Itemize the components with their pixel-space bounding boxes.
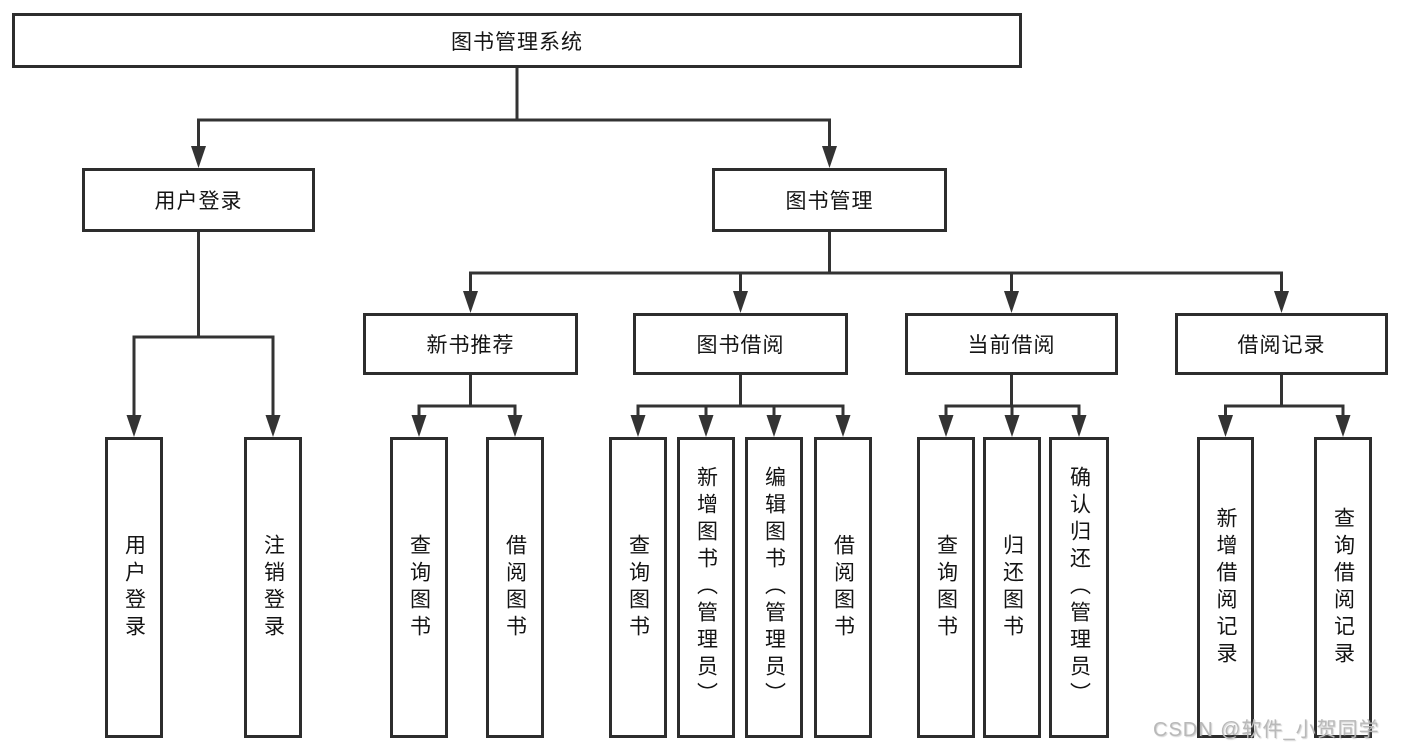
connector-new-book-to-leaves	[411, 373, 523, 437]
node-label: 图书管理	[785, 190, 874, 213]
arrow-down-icon	[126, 415, 142, 437]
node-label: 查询图书	[626, 533, 650, 642]
arrow-down-icon	[822, 146, 837, 168]
node-label: 查询图书	[407, 533, 431, 642]
arrow-down-icon	[1274, 291, 1289, 313]
leaf-logout: 注销登录	[244, 437, 302, 738]
leaf-confirm-return-admin: 确认归还（管理员）	[1049, 437, 1109, 738]
arrow-down-icon	[191, 146, 206, 168]
arrow-down-icon	[733, 291, 748, 313]
arrow-down-icon	[938, 415, 954, 437]
node-label: 注销登录	[261, 533, 285, 642]
node-label: 确认归还（管理员）	[1067, 466, 1091, 709]
arrow-down-icon	[463, 291, 478, 313]
leaf-query-books-recommend: 查询图书	[390, 437, 448, 738]
connector-current-borrow-to-leaves	[938, 373, 1087, 437]
node-label: 借阅图书	[503, 533, 527, 642]
arrow-down-icon	[1071, 415, 1087, 437]
arrow-down-icon	[1004, 291, 1019, 313]
arrow-down-icon	[507, 415, 523, 437]
leaf-query-books-current: 查询图书	[917, 437, 975, 738]
arrow-down-icon	[411, 415, 427, 437]
connector-book-borrow-to-leaves	[630, 373, 851, 437]
node-book-management: 图书管理	[712, 168, 947, 232]
arrow-down-icon	[766, 415, 782, 437]
csdn-watermark: CSDN @软件_小贺同学	[1153, 719, 1380, 741]
leaf-query-books-borrowing: 查询图书	[609, 437, 667, 738]
connector-root-to-level2	[191, 66, 837, 168]
node-label: 图书借阅	[696, 334, 785, 357]
arrow-down-icon	[698, 415, 714, 437]
node-label: 查询图书	[934, 533, 958, 642]
node-label: 查询借阅记录	[1331, 506, 1355, 669]
connector-borrow-record-to-leaves	[1218, 373, 1351, 437]
node-user-login: 用户登录	[82, 168, 315, 232]
leaf-borrow-books: 借阅图书	[814, 437, 872, 738]
node-book-borrowing: 图书借阅	[633, 313, 848, 375]
leaf-edit-books-admin: 编辑图书（管理员）	[745, 437, 803, 738]
arrow-down-icon	[265, 415, 281, 437]
arrow-down-icon	[1335, 415, 1351, 437]
leaf-add-borrow-record: 新增借阅记录	[1197, 437, 1254, 738]
leaf-add-books-admin: 新增图书（管理员）	[677, 437, 735, 738]
leaf-return-books: 归还图书	[983, 437, 1041, 738]
node-label: 用户登录	[122, 533, 146, 642]
node-borrowing-records: 借阅记录	[1175, 313, 1388, 375]
leaf-user-login: 用户登录	[105, 437, 163, 738]
node-label: 新书推荐	[426, 334, 515, 357]
leaf-query-borrow-record: 查询借阅记录	[1314, 437, 1372, 738]
node-new-book-recommend: 新书推荐	[363, 313, 578, 375]
node-label: 编辑图书（管理员）	[762, 466, 786, 709]
node-label: 借阅记录	[1237, 334, 1326, 357]
node-label: 用户登录	[154, 190, 243, 213]
node-root-library-system: 图书管理系统	[12, 13, 1022, 68]
arrow-down-icon	[1004, 415, 1020, 437]
node-label: 新增借阅记录	[1214, 506, 1237, 669]
arrow-down-icon	[1218, 415, 1233, 437]
node-label: 当前借阅	[967, 334, 1056, 357]
arrow-down-icon	[630, 415, 646, 437]
connector-book-mgmt-to-level3	[463, 230, 1289, 313]
node-label: 图书管理系统	[451, 30, 583, 54]
leaf-borrow-books-recommend: 借阅图书	[486, 437, 544, 738]
node-label: 归还图书	[1000, 533, 1024, 642]
node-current-borrowing: 当前借阅	[905, 313, 1118, 375]
node-label: 借阅图书	[831, 533, 855, 642]
connector-user-login-to-leaves	[126, 230, 281, 437]
arrow-down-icon	[835, 415, 851, 437]
node-label: 新增图书（管理员）	[694, 466, 718, 709]
